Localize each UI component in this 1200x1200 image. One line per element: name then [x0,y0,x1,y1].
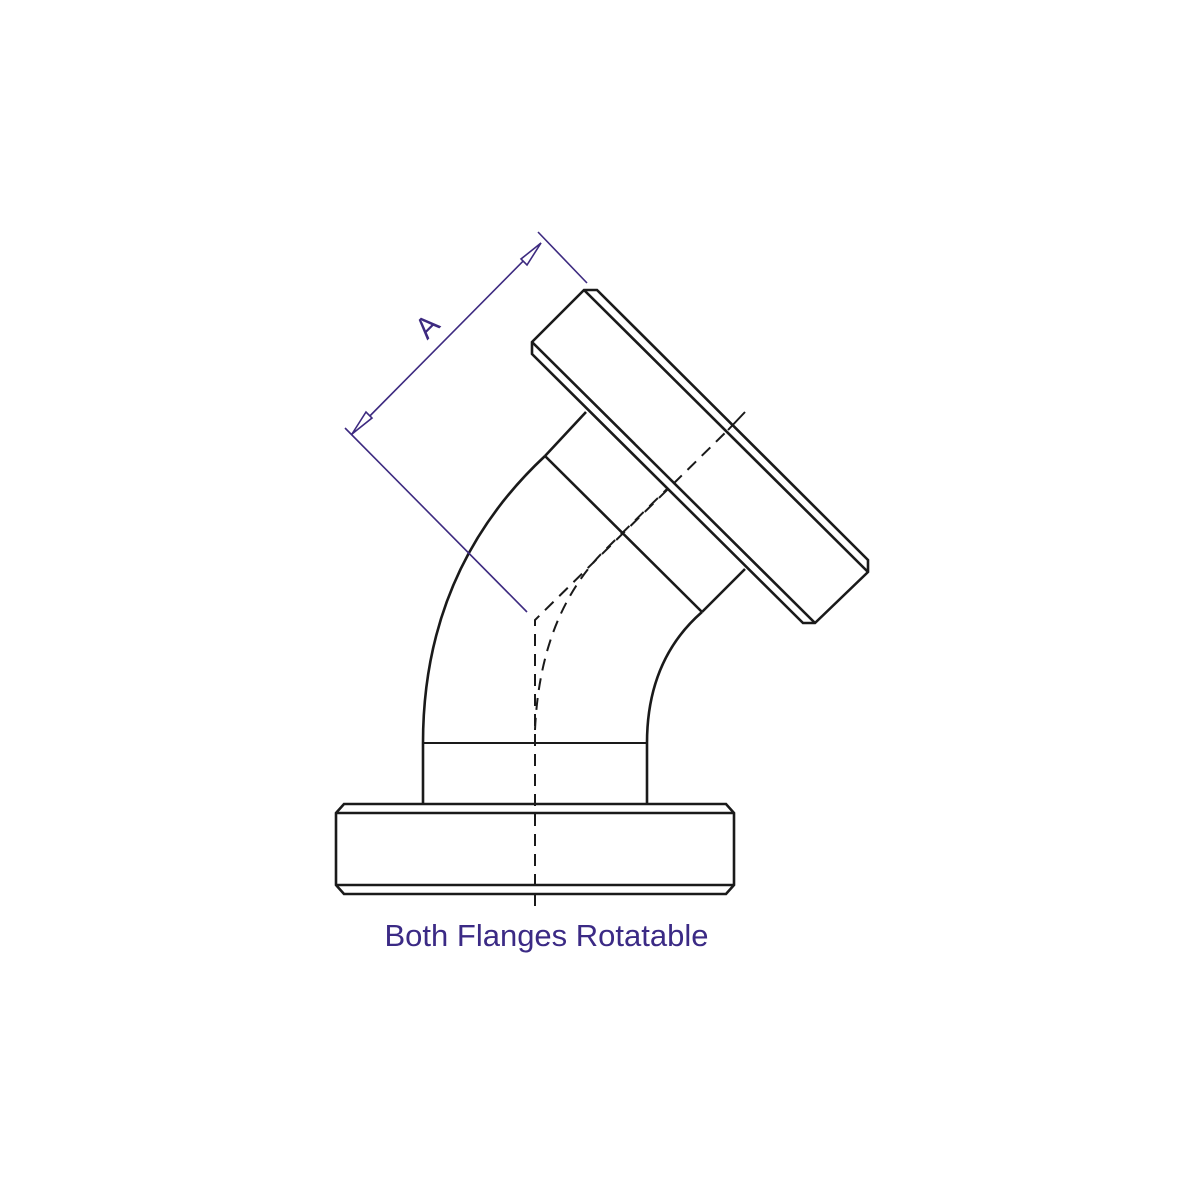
arrowhead-icon [519,242,542,267]
centerlines [534,411,746,906]
caption: Both Flanges Rotatable [384,918,709,953]
elbow-body [421,455,703,744]
dimension-a [344,231,588,613]
arrowhead-icon [351,410,374,435]
top-flange [530,288,870,625]
